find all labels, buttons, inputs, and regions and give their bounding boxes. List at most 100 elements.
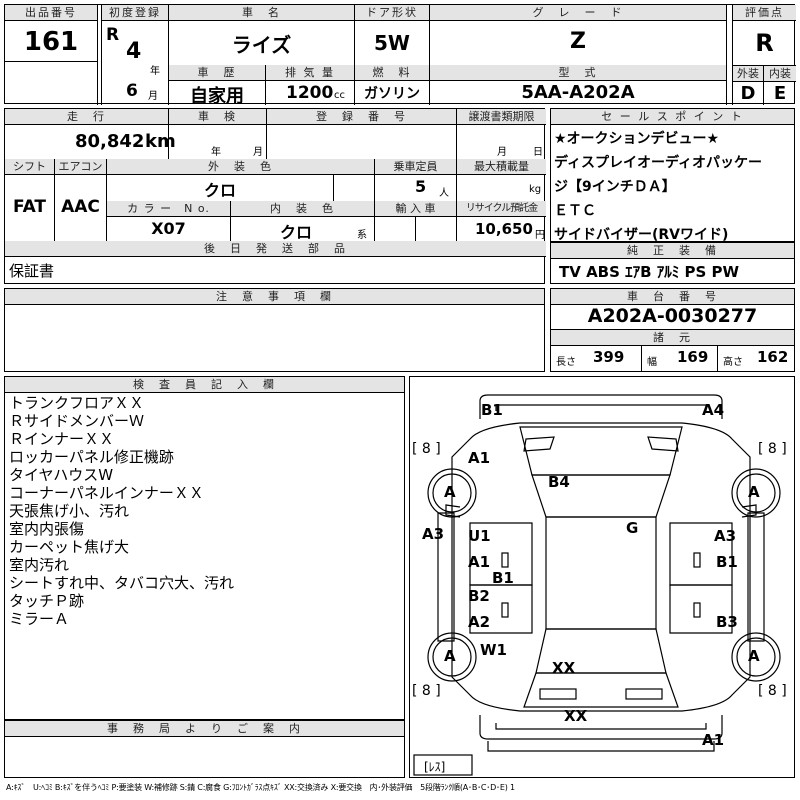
fuel-label: 燃 料 [355,65,429,81]
mark-a1-bottom: A1 [702,731,725,749]
vehicle-info-block: 走 行 80,842 km 車 検 年 月 登 録 番 号 譲渡書類期限 月 日… [4,108,546,284]
mark-a1-left-mid: A1 [468,553,491,571]
mark-g: G [626,519,639,537]
capacity-unit: 人 [439,188,449,199]
later-parts-label: 後 日 発 送 部 品 [5,241,546,257]
sales-points-label: セ ー ル ス ポ イ ン ト [551,109,794,125]
inspector-line: ＲサイドメンバーＷ [9,412,145,430]
capacity-label: 乗車定員 [375,159,456,175]
interior-cell: 内装 E [764,65,796,105]
door: 5W [374,31,410,55]
tire-fl-tread: [ 8 ] [412,441,441,457]
inspector-label: 検 査 員 記 入 欄 [5,377,404,393]
color-no-cell: カ ラ ー N o. X07 [107,201,231,241]
car-name-cell: 車 名 ライズ [169,5,355,65]
office-label: 事 務 局 よ り ご 案 内 [5,721,404,737]
int-color-unit: 系 [357,230,367,241]
shift-cell: シフト FAT [5,159,55,241]
sales-points-list: ★オークションデビュー★ ディスプレイオーディオパッケー ジ【9インチＤＡ】 Ｅ… [554,127,762,247]
max-load-unit: kg [529,184,542,195]
header-block: 出品番号 161 初度登録 R 4 年 6 月 車 名 ライズ ドア形状 5W … [4,4,796,107]
recycle: 10,650 [475,220,533,238]
inspection-month-unit: 月 [253,147,263,158]
displacement-cell: 排 気 量 1200 cc [266,65,355,105]
mark-xx-bottom: XX [564,707,588,725]
reg-no-cell: 登 録 番 号 [267,109,457,159]
inspector-line: ミラーＡ [9,610,70,628]
shift-label: シフト [5,159,54,175]
mark-xx-center: XX [552,659,576,677]
int-color-label: 内 装 色 [231,201,374,217]
length: 399 [593,348,625,366]
first-reg-cell: 初度登録 R 4 年 6 月 [101,5,169,105]
reg-no-label: 登 録 番 号 [267,109,456,125]
car-diagram [413,394,781,776]
mark-a-right-front: A [748,483,760,501]
inspector-line: タイヤハウスW [9,466,114,484]
recycle-unit: 円 [535,230,545,241]
recycle-label: リサイクル預託金 [457,201,546,217]
month-unit: 月 [148,91,158,102]
mark-b1-center: B1 [492,569,514,587]
first-reg-label: 初度登録 [102,5,168,21]
later-parts: 保証書 [9,262,55,280]
inspection-cell: 車 検 年 月 [169,109,267,159]
mark-b1-top: B1 [481,401,503,419]
mark-u1: U1 [468,527,491,545]
fuel-cell: 燃 料 ガソリン [355,65,430,105]
model-cell: 型 式 5AA-A202A [430,65,727,105]
mark-a-left-front: A [444,483,456,501]
inspector-line: タッチＰ跡 [9,592,85,610]
chassis-label: 車 台 番 号 [551,289,794,305]
score-label: 評価点 [733,5,796,21]
chassis-number: A202A-0030277 [587,305,758,327]
notes-label: 注 意 事 項 欄 [5,289,544,305]
inspection-label: 車 検 [169,109,266,125]
year: 4 [126,39,142,64]
sales-point-line: ★オークションデビュー★ [554,131,720,147]
width: 169 [677,348,709,366]
notes-block: 注 意 事 項 欄 [4,288,545,372]
tire-rl-tread: [ 8 ] [412,683,441,699]
height-label: 高さ [723,357,743,368]
model-label: 型 式 [430,65,726,81]
exterior-label: 外装 [733,66,763,82]
capacity: 5 [415,177,427,196]
recycle-cell: リサイクル預託金 10,650 円 [457,201,546,241]
tire-fr-tread: [ 8 ] [758,441,787,457]
capacity-cell: 乗車定員 5 人 [375,159,457,201]
inspector-list: トランクフロアＸＸ ＲサイドメンバーＷ ＲインナーＸＸ ロッカーパネル修正機跡 … [9,394,234,628]
length-label: 長さ [556,357,576,368]
inspector-line: カーペット焦げ大 [9,538,130,556]
exterior-cell: 外装 D [732,65,764,105]
inspector-line: ＲインナーＸＸ [9,430,115,448]
color-no: X07 [151,219,186,238]
car-diagram-block: B1 A4 A1 B4 A A G A3 U1 A3 A1 B1 B1 B2 A… [409,376,795,778]
inspector-line: 室内汚れ [9,556,70,574]
int-color: クロ [279,223,312,242]
chassis-block: 車 台 番 号 A202A-0030277 諸 元 長さ 399 幅 169 高… [550,288,795,372]
mileage-unit: km [145,131,176,152]
mileage-cell: 走 行 80,842 km [5,109,176,159]
month: 6 [126,81,138,101]
mark-b2: B2 [468,587,490,605]
mark-b1-right: B1 [716,553,738,571]
import-label: 輸 入 車 [375,201,456,217]
door-cell: ドア形状 5W [355,5,430,65]
lot-cell: 出品番号 161 [5,5,98,105]
score-cell: 評価点 R [732,5,796,65]
displacement: 1200 [286,83,334,103]
lot-number: 161 [23,27,79,57]
sales-point-line: ディスプレイオーディオパッケー [554,155,763,171]
ac-cell: エアコン AAC [55,159,107,241]
mark-b4: B4 [548,473,570,491]
height: 162 [757,348,789,366]
ext-color-label: 外 装 色 [107,159,374,175]
ac: AAC [61,197,100,217]
sales-point-line: ジ【9インチＤＡ】 [554,179,676,195]
mark-a-left-rear: A [444,647,456,665]
ext-color-cell: 外 装 色 クロ [107,159,375,201]
transfer-day-unit: 日 [533,147,543,158]
genuine-label: 純 正 装 備 [551,242,794,259]
import-cell: 輸 入 車 [375,201,457,241]
